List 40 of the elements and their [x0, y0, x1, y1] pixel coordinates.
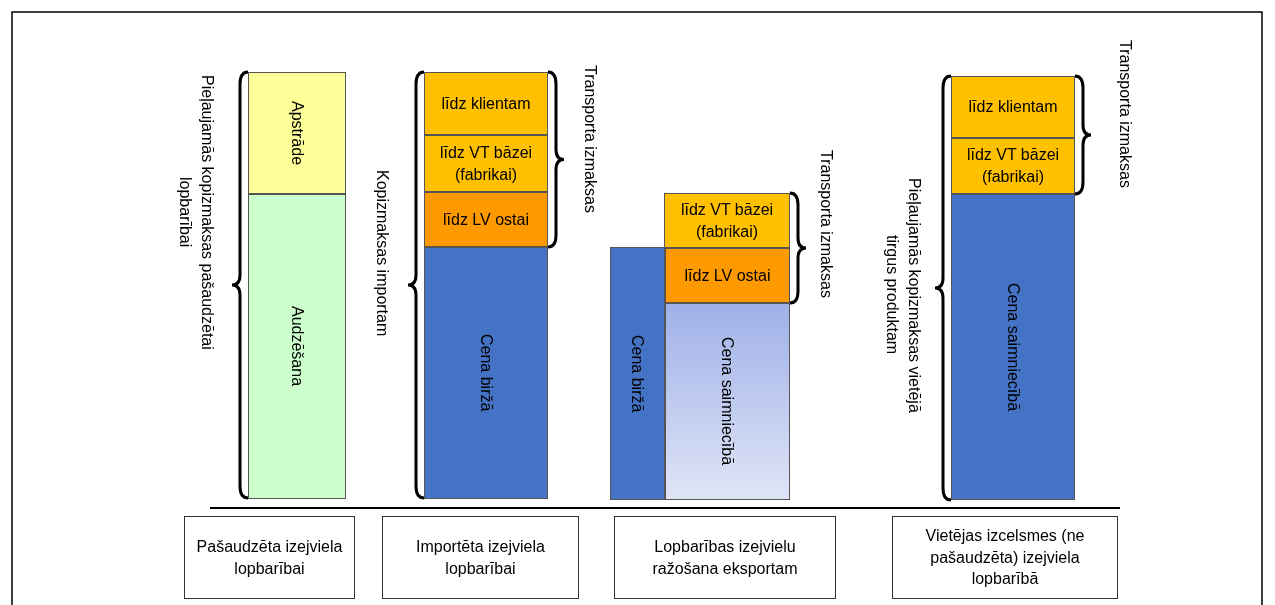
- segment-label: Cena saimniecībā: [1003, 282, 1023, 412]
- cost-segment: [951, 138, 1075, 194]
- cost-segment: [424, 192, 548, 247]
- cost-segment: [248, 72, 346, 194]
- segment-label: līdz klientam: [441, 93, 531, 114]
- segment-label: Cena biržā: [476, 334, 496, 412]
- segment-label: līdz VT bāzei (fabrikai): [438, 142, 534, 185]
- brace-label: Transporta izmaksas: [816, 150, 836, 298]
- segment-label: līdz LV ostai: [683, 265, 772, 286]
- category-box: [892, 516, 1118, 599]
- brace-label: Transporta izmaksas: [1115, 40, 1135, 188]
- cost-segment: [424, 247, 548, 499]
- segment-label: Pašaudzēta izejviela lopbarībai: [195, 536, 344, 579]
- cost-segment: [951, 194, 1075, 500]
- brace-label: Transporta izmaksas: [580, 65, 600, 213]
- brace-label: Kopizmaksas importam: [372, 170, 392, 337]
- cost-segment: [424, 72, 548, 135]
- segment-label: līdz LV ostai: [442, 209, 530, 230]
- category-box: [184, 516, 355, 599]
- segment-label: Audzēšana: [287, 306, 307, 387]
- brace-label: Pieļaujamās kopizmaksas vietējā tirgus produktam: [883, 176, 924, 415]
- segment-label: Vietējas izcelsmes (ne pašaudzēta) izejviela lopbarībā: [924, 526, 1086, 590]
- segment-label: līdz VT bāzei (fabrikai): [965, 145, 1061, 187]
- segment-label: Importēta izejviela lopbarībai: [415, 536, 546, 579]
- cost-segment: [951, 76, 1075, 138]
- segment-label: Apstrāde: [287, 100, 307, 165]
- segment-label: Cena saimniecībā: [718, 337, 738, 466]
- cost-segment: [665, 248, 790, 303]
- category-box: [614, 516, 836, 599]
- cost-segment: [610, 247, 665, 500]
- cost-segment: [664, 193, 790, 248]
- cost-segment: [424, 135, 548, 192]
- cost-segment: [665, 303, 790, 500]
- brace-label: Pieļaujamās kopizmaksas pašaudzētai lopbarībai: [176, 73, 217, 352]
- segment-label: līdz VT bāzei (fabrikai): [679, 199, 775, 242]
- segment-label: Lopbarības izejvielu ražošana eksportam: [651, 536, 799, 579]
- segment-label: līdz klientam: [968, 97, 1058, 118]
- category-box: [382, 516, 579, 599]
- cost-segment: [248, 194, 346, 499]
- segment-label: Cena biržā: [628, 334, 648, 413]
